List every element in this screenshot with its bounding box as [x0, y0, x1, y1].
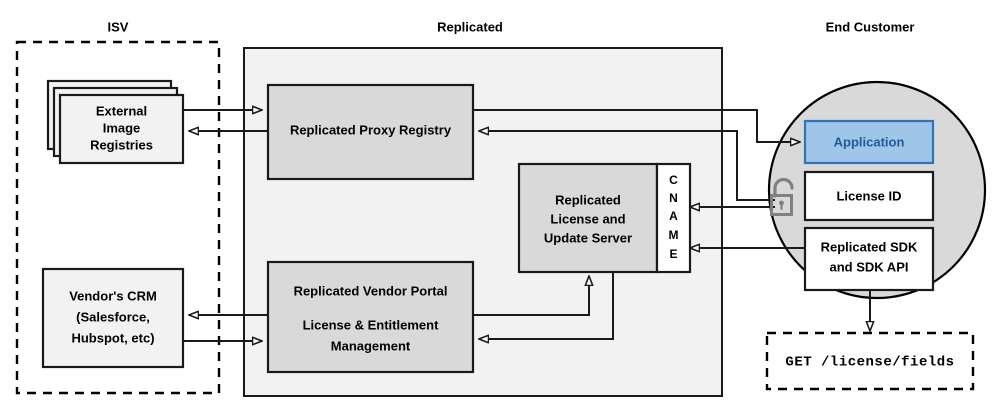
isv-region: [15, 40, 221, 395]
crm-line-2: (Salesforce,: [76, 309, 150, 324]
registry-stack-front: [58, 93, 185, 165]
license-id[interactable]: License ID: [803, 170, 935, 222]
vendor-portal-line-1: Replicated Vendor Portal: [294, 283, 448, 298]
api-request-label: GET /license/fields: [785, 355, 954, 371]
license-server-line-1: Replicated: [555, 192, 621, 207]
api-request-dashed-box: [765, 331, 975, 391]
connector-proxy-to-application: [473, 109, 800, 142]
cname-letter-n: N: [669, 191, 678, 205]
api-request: GET /license/fields: [765, 331, 975, 391]
group-label-isv: ISV: [108, 19, 129, 34]
cname-letter-c: C: [669, 173, 678, 187]
replicated-license-and-update-server[interactable]: Replicated License and Update Server: [517, 162, 659, 274]
replicated-sdk[interactable]: Replicated SDK and SDK API: [803, 226, 935, 292]
proxy-registry-box: [266, 83, 475, 181]
connector-licenseserver-to-vendorportal: [479, 272, 614, 339]
registries-line-2: Image: [103, 120, 141, 135]
license-id-label: License ID: [836, 188, 901, 203]
replicated-proxy-registry[interactable]: Replicated Proxy Registry: [266, 83, 475, 181]
group-label-end-customer: End Customer: [826, 19, 915, 34]
license-id-box: [803, 170, 935, 222]
cname-letter-e: E: [669, 247, 677, 261]
crm-line-1: Vendor's CRM: [69, 288, 157, 303]
connector-vendorportal-to-licenseserver: [473, 276, 589, 316]
unlocked-padlock-icon: [770, 177, 794, 216]
group-label-replicated: Replicated: [437, 19, 503, 34]
vendor-portal-box: [266, 260, 475, 374]
license-server-line-2: License and: [550, 211, 625, 226]
cname-strip[interactable]: C N A M E: [655, 162, 692, 274]
license-server-box: [517, 162, 659, 274]
application[interactable]: Application: [803, 119, 935, 165]
replicated-vendor-portal[interactable]: Replicated Vendor Portal License & Entit…: [266, 260, 475, 374]
external-image-registries[interactable]: External Image Registries: [46, 79, 185, 165]
crm-line-3: Hubspot, etc): [71, 330, 154, 345]
sdk-line-2: and SDK API: [830, 259, 909, 274]
application-label: Application: [834, 134, 905, 149]
vendors-crm-box: [41, 267, 185, 369]
connector-application-to-proxy: [479, 131, 775, 201]
registries-line-3: Registries: [90, 137, 153, 152]
replicated-sdk-box: [803, 226, 935, 292]
proxy-registry-label: Replicated Proxy Registry: [290, 122, 452, 137]
cname-letter-m: M: [669, 228, 679, 242]
vendors-crm[interactable]: Vendor's CRM (Salesforce, Hubspot, etc): [41, 267, 185, 369]
cname-letter-a: A: [669, 209, 678, 223]
license-server-line-3: Update Server: [544, 230, 632, 245]
cname-strip-box: [655, 162, 692, 274]
sdk-line-1: Replicated SDK: [821, 239, 918, 254]
vendor-portal-line-2: License & Entitlement: [303, 317, 439, 332]
application-box: [803, 119, 935, 165]
vendor-portal-line-3: Management: [331, 338, 411, 353]
registries-line-1: External: [96, 103, 147, 118]
